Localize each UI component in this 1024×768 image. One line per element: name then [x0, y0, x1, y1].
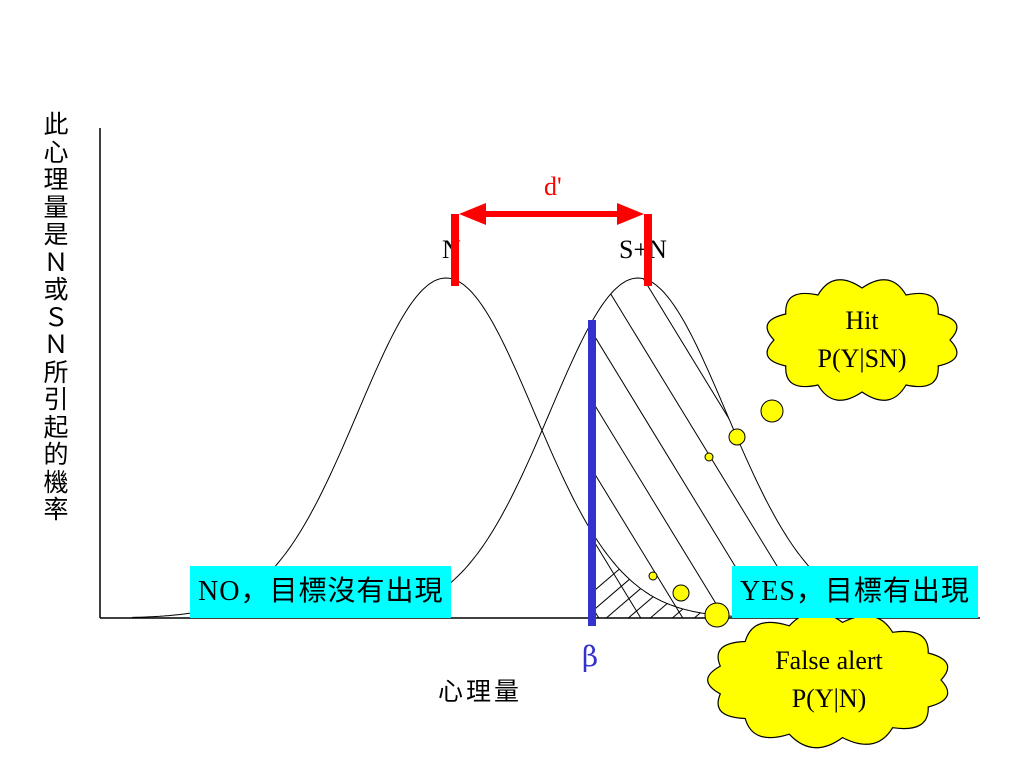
- hatch-line: [603, 532, 745, 618]
- hatch-line: [592, 278, 685, 618]
- hatch-line: [592, 532, 701, 618]
- criterion-label: β: [582, 640, 598, 673]
- hatch-line: [592, 532, 723, 618]
- hit-callout: Hit P(Y|SN): [704, 279, 958, 462]
- hit-thought-bubble: [760, 399, 784, 423]
- hatch-line: [592, 278, 811, 618]
- no-decision-box: NO，目標沒有出現: [190, 566, 452, 618]
- y-axis-label: 此心理量是Ｎ或ＳＮ所引起的機率: [43, 112, 69, 524]
- false-alarm-callout-title: False alert: [775, 646, 883, 675]
- hatch-line: [592, 278, 643, 618]
- false-alarm-thought-bubble: [648, 571, 658, 581]
- hit-callout-formula: P(Y|SN): [818, 344, 907, 373]
- x-axis-label: 心理量: [438, 679, 523, 706]
- false-alarm-callout: False alert P(Y|N): [648, 571, 949, 749]
- hatch-line: [592, 278, 727, 618]
- yes-decision-box: YES，目標有出現: [732, 566, 978, 618]
- false-alarm-thought-bubble: [672, 584, 690, 602]
- hit-callout-title: Hit: [845, 306, 879, 335]
- signal-noise-curve-label: S+N: [619, 235, 667, 264]
- hit-thought-bubble: [728, 428, 746, 446]
- d-prime-arrow: [451, 203, 652, 286]
- false-alarm-callout-formula: P(Y|N): [792, 684, 867, 713]
- hit-thought-bubble: [704, 452, 714, 462]
- false-alarm-callout-cloud: [707, 611, 949, 749]
- d-prime-label: d': [544, 172, 562, 201]
- hatch-line: [592, 278, 769, 618]
- hit-callout-cloud: [766, 279, 958, 401]
- false-alarm-thought-bubble: [704, 602, 730, 628]
